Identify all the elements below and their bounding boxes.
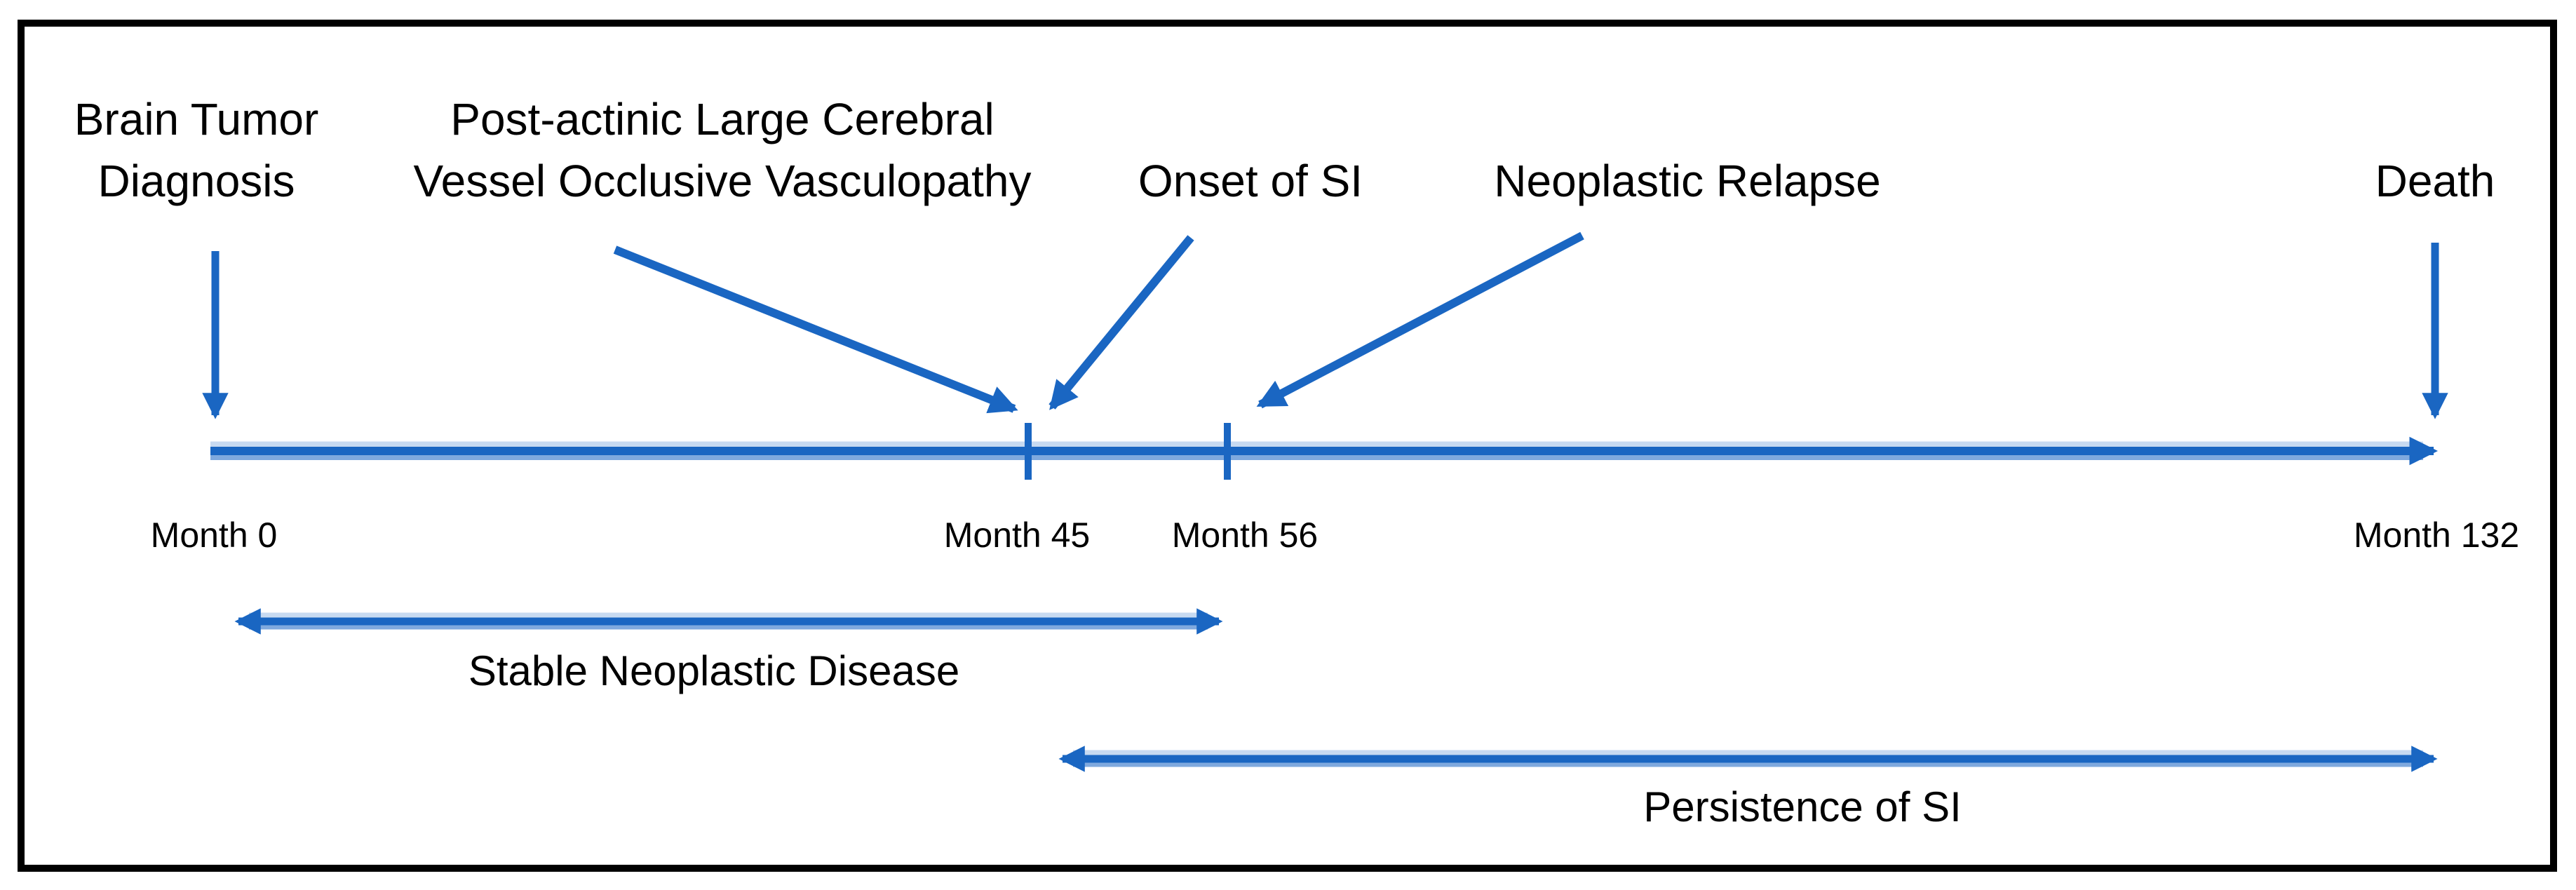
figure-border (18, 20, 2557, 872)
event-label-onset-of-si: Onset of SI (1138, 150, 1363, 212)
span-label-persistence-of-si: Persistence of SI (1643, 783, 1962, 830)
event-label-line: Diagnosis (97, 156, 295, 206)
event-label-death: Death (2375, 150, 2495, 212)
event-label-brain-tumor-diagnosis: Brain Tumor Diagnosis (74, 88, 319, 212)
event-label-line: Death (2375, 156, 2495, 206)
month-label-56: Month 56 (1171, 515, 1319, 555)
event-label-line: Onset of SI (1138, 156, 1363, 206)
span-label-stable-neoplastic-disease: Stable Neoplastic Disease (468, 647, 960, 694)
event-label-line: Brain Tumor (74, 94, 319, 144)
month-label-45: Month 45 (943, 515, 1091, 555)
event-label-line: Neoplastic Relapse (1494, 156, 1881, 206)
event-label-neoplastic-relapse: Neoplastic Relapse (1494, 150, 1880, 212)
month-label-132: Month 132 (2353, 515, 2520, 555)
month-label-0: Month 0 (150, 515, 278, 555)
event-label-post-actinic-vasculopathy: Post-actinic Large Cerebral Vessel Occlu… (413, 88, 1031, 212)
event-label-line: Post-actinic Large Cerebral (450, 94, 994, 144)
event-label-line: Vessel Occlusive Vasculopathy (413, 156, 1032, 206)
